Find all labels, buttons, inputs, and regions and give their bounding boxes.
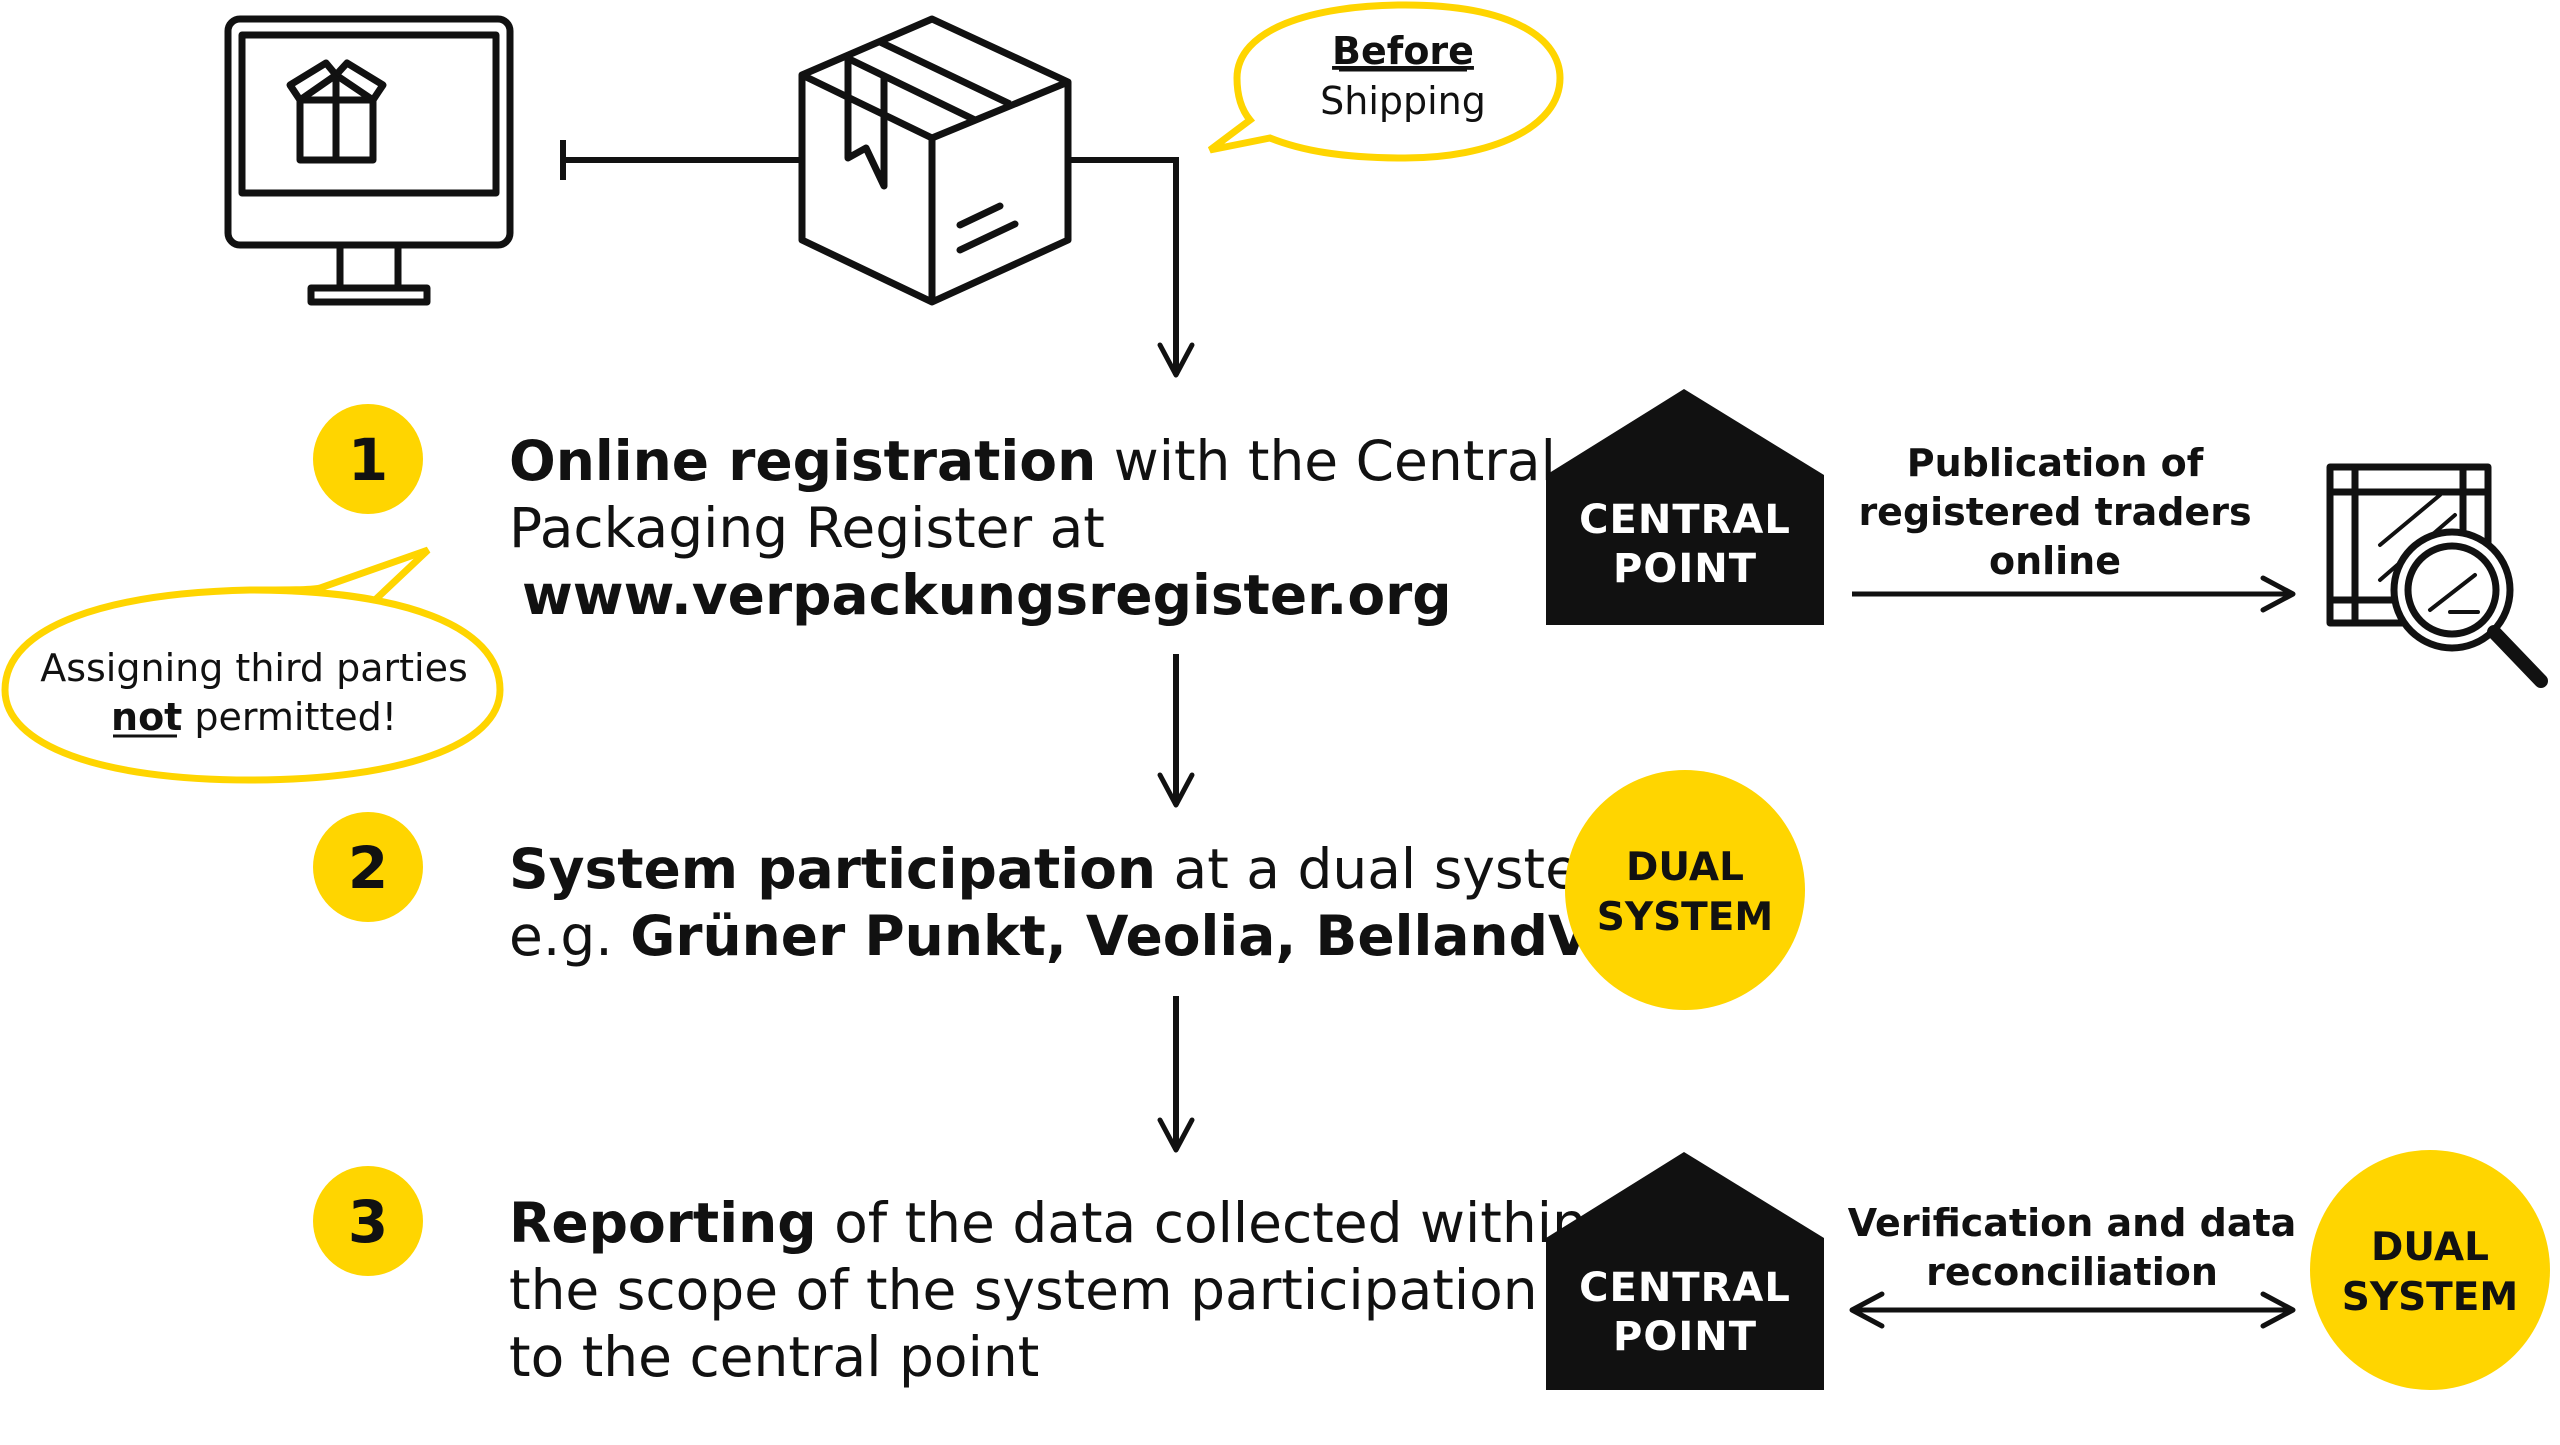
before-shipping-bubble: Before Shipping	[1207, 1, 1564, 162]
package-box-icon	[798, 15, 1072, 306]
central-point-line2: POINT	[1613, 546, 1757, 592]
verification-line1: Verification and data	[1848, 1201, 2297, 1245]
step-1: 1 Online registration with the Central P…	[313, 404, 1556, 627]
computer-monitor-icon	[224, 15, 514, 306]
verification-caption: Verification and data reconciliation	[1848, 1201, 2297, 1294]
bubble-before-text: Before	[1332, 29, 1474, 73]
verification-line2: reconciliation	[1926, 1250, 2218, 1294]
note-line1: Assigning third parties	[40, 646, 468, 690]
publication-line3: online	[1989, 539, 2121, 583]
connector-box-step1	[1068, 157, 1195, 378]
publication-line2: registered traders	[1858, 490, 2251, 534]
dual-system-line1: DUAL	[1626, 845, 1744, 890]
dual-system-circle-bottom: DUAL SYSTEM	[2310, 1150, 2550, 1390]
central-point-bottom-line2: POINT	[1613, 1314, 1757, 1360]
step-2-number: 2	[348, 834, 388, 902]
central-point-house-bottom: CENTRAL POINT	[1546, 1152, 1824, 1390]
dual-system-bottom-line2: SYSTEM	[2342, 1275, 2518, 1320]
step-3-line1: Reporting of the data collected within	[509, 1191, 1587, 1255]
central-point-house-top: CENTRAL POINT	[1546, 389, 1824, 625]
step-3-line3: to the central point	[509, 1325, 1039, 1389]
step-3-line2: the scope of the system participation	[509, 1258, 1538, 1322]
step-1-line1: Online registration with the Central	[509, 429, 1556, 493]
note-line2: not permitted!	[111, 695, 397, 739]
register-search-icon	[2326, 463, 2548, 688]
dual-system-line2: SYSTEM	[1597, 895, 1773, 940]
dual-system-circle-middle: DUAL SYSTEM	[1565, 770, 1805, 1010]
step-3-number: 3	[348, 1188, 388, 1256]
third-parties-note-bubble: Assigning third parties not permitted!	[1, 546, 504, 784]
central-point-bottom-line1: CENTRAL	[1579, 1265, 1791, 1311]
step-3: 3 Reporting of the data collected within…	[313, 1166, 1587, 1389]
step-2-line2: e.g. Grüner Punkt, Veolia, BellandVision	[509, 904, 1737, 968]
publication-caption: Publication of registered traders online	[1858, 441, 2251, 583]
central-point-line1: CENTRAL	[1579, 497, 1791, 543]
dual-system-bottom-line1: DUAL	[2371, 1225, 2489, 1270]
bubble-shipping-text: Shipping	[1320, 79, 1486, 123]
step-1-number: 1	[348, 426, 388, 494]
connector-monitor-box	[560, 140, 800, 180]
register-url-text: www.verpackungsregister.org	[522, 563, 1452, 627]
step-2: 2 System participation at a dual system …	[313, 812, 1737, 968]
step-1-line2: Packaging Register at	[509, 496, 1105, 560]
publication-line1: Publication of	[1907, 441, 2204, 485]
step-2-line1: System participation at a dual system	[509, 837, 1633, 901]
